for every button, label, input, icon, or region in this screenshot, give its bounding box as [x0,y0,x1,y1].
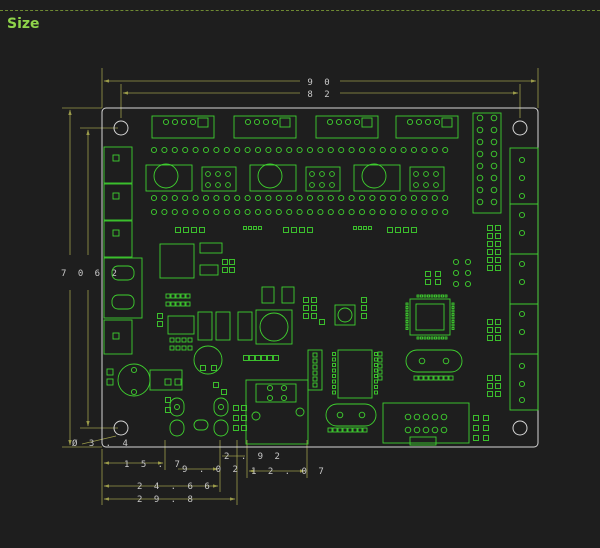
dim-offset-24-66: 2 4 . 6 6 [137,482,213,492]
mounting-holes [113,120,528,436]
dim-hole-spacing-x: 8 2 [307,90,332,100]
dim-offset-29-8: 2 9 . 8 [137,495,196,505]
board-components [103,112,539,446]
dim-hole-diameter: Ø 3 . 4 [72,438,131,449]
dim-overall-width: 9 0 [307,78,332,88]
top-dashed-divider [0,10,600,11]
dimension-lines [62,68,539,505]
section-title: Size [7,16,40,32]
dim-offset-15-7: 1 5 . 7 [124,460,183,470]
component-pins [106,114,526,441]
dim-offset-12-07: 1 2 . 0 7 [251,467,327,477]
dim-offset-9-02: 9 . 0 2 [182,465,241,475]
dim-overall-height: 7 0 6 2 [61,269,120,279]
dim-offset-2-92: 2 . 9 2 [224,452,283,462]
